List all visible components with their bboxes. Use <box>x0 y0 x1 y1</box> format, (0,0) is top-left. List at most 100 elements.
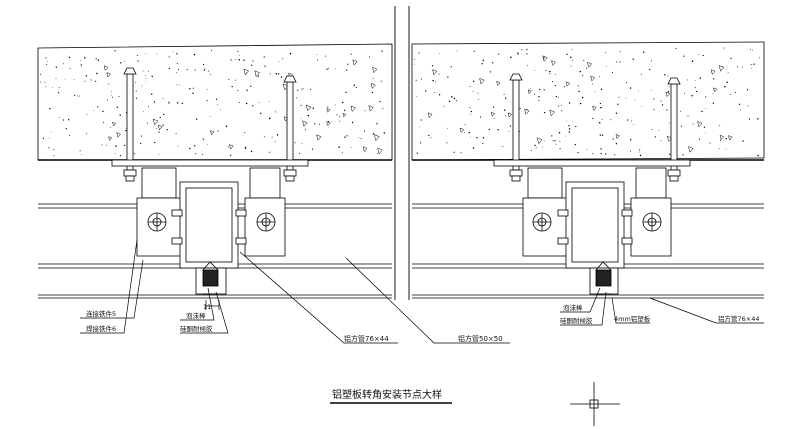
concrete-speckle <box>683 55 685 57</box>
concrete-speckle <box>611 71 614 73</box>
concrete-speckle <box>629 150 631 152</box>
concrete-speckle <box>577 151 579 154</box>
concrete-speckle <box>640 73 642 75</box>
concrete-speckle <box>649 68 651 71</box>
concrete-speckle <box>610 119 612 121</box>
left-anchor-bolt-1 <box>123 67 137 182</box>
concrete-speckle <box>150 93 153 95</box>
concrete-speckle <box>712 102 715 104</box>
concrete-speckle <box>137 60 139 62</box>
concrete-speckle <box>277 73 280 75</box>
concrete-speckle <box>141 85 143 87</box>
concrete-speckle <box>695 90 698 93</box>
concrete-speckle <box>443 106 445 108</box>
concrete-speckle <box>111 96 113 98</box>
concrete-speckle <box>686 79 688 81</box>
concrete-aggregate <box>667 135 673 143</box>
concrete-speckle <box>425 90 427 92</box>
concrete-speckle <box>228 78 230 81</box>
concrete-speckle <box>460 152 462 154</box>
concrete-aggregate <box>152 118 159 126</box>
concrete-speckle <box>142 70 144 72</box>
concrete-speckle <box>447 127 448 129</box>
concrete-speckle <box>493 117 495 119</box>
concrete-aggregate <box>549 109 556 117</box>
concrete-speckle <box>600 106 602 109</box>
concrete-speckle <box>725 138 727 140</box>
concrete-speckle <box>627 119 629 121</box>
concrete-speckle <box>379 100 381 103</box>
concrete-speckle <box>334 68 336 70</box>
concrete-speckle <box>135 82 137 84</box>
concrete-speckle <box>488 128 490 131</box>
concrete-speckle <box>300 104 302 106</box>
concrete-speckle <box>269 151 271 153</box>
concrete-speckle <box>230 59 232 61</box>
label-dimension: 11 <box>203 303 211 311</box>
concrete-speckle <box>759 57 761 59</box>
concrete-speckle <box>669 153 671 155</box>
concrete-speckle <box>598 121 601 124</box>
concrete-speckle <box>687 115 689 117</box>
concrete-speckle <box>592 153 594 155</box>
drawing-title: 铝塑板转角安装节点大样 <box>332 388 442 401</box>
concrete-speckle <box>235 79 237 81</box>
concrete-aggregate <box>326 121 331 127</box>
concrete-speckle <box>543 57 545 59</box>
concrete-speckle <box>477 98 479 100</box>
concrete-speckle <box>699 77 702 79</box>
concrete-speckle <box>470 113 472 115</box>
concrete-speckle <box>53 149 55 151</box>
concrete-speckle <box>618 96 620 98</box>
concrete-aggregate <box>302 120 308 128</box>
concrete-speckle <box>110 127 111 128</box>
concrete-speckle <box>448 100 451 102</box>
concrete-speckle <box>108 83 110 85</box>
concrete-speckle <box>748 118 751 120</box>
concrete-speckle <box>615 143 618 145</box>
label-right-sealant: 硅酮耐候胶 <box>560 316 593 325</box>
concrete-speckle <box>136 55 138 56</box>
concrete-speckle <box>225 125 228 128</box>
concrete-speckle <box>539 88 541 91</box>
concrete-speckle <box>244 132 246 134</box>
concrete-speckle <box>579 70 582 73</box>
concrete-speckle <box>80 65 83 67</box>
concrete-speckle <box>49 107 51 110</box>
concrete-speckle <box>263 56 265 58</box>
concrete-speckle <box>114 50 116 52</box>
concrete-speckle <box>560 104 562 106</box>
concrete-speckle <box>538 96 540 98</box>
concrete-speckle <box>341 101 344 104</box>
concrete-speckle <box>619 51 621 53</box>
concrete-speckle <box>372 77 374 79</box>
concrete-speckle <box>324 55 327 57</box>
concrete-speckle <box>297 89 299 91</box>
concrete-speckle <box>651 129 653 131</box>
concrete-speckle <box>140 135 143 137</box>
concrete-speckle <box>456 50 458 52</box>
concrete-speckle <box>327 67 329 69</box>
concrete-speckle <box>469 136 471 138</box>
concrete-speckle <box>189 87 191 90</box>
concrete-speckle <box>282 58 284 60</box>
concrete-speckle <box>40 73 42 75</box>
concrete-speckle <box>446 142 448 144</box>
concrete-speckle <box>742 140 744 142</box>
concrete-speckle <box>310 88 312 90</box>
concrete-speckle <box>45 57 47 59</box>
concrete-speckle <box>420 78 422 80</box>
concrete-speckle <box>338 146 340 148</box>
concrete-speckle <box>85 75 88 77</box>
concrete-speckle <box>643 51 645 53</box>
concrete-speckle <box>634 99 636 101</box>
concrete-speckle <box>203 63 205 66</box>
concrete-speckle <box>455 100 457 102</box>
concrete-speckle <box>570 65 572 67</box>
concrete-speckle <box>120 62 122 64</box>
concrete-speckle <box>599 76 601 78</box>
concrete-speckle <box>344 136 346 138</box>
concrete-speckle <box>301 142 303 144</box>
concrete-speckle <box>568 102 571 104</box>
concrete-speckle <box>280 76 283 78</box>
